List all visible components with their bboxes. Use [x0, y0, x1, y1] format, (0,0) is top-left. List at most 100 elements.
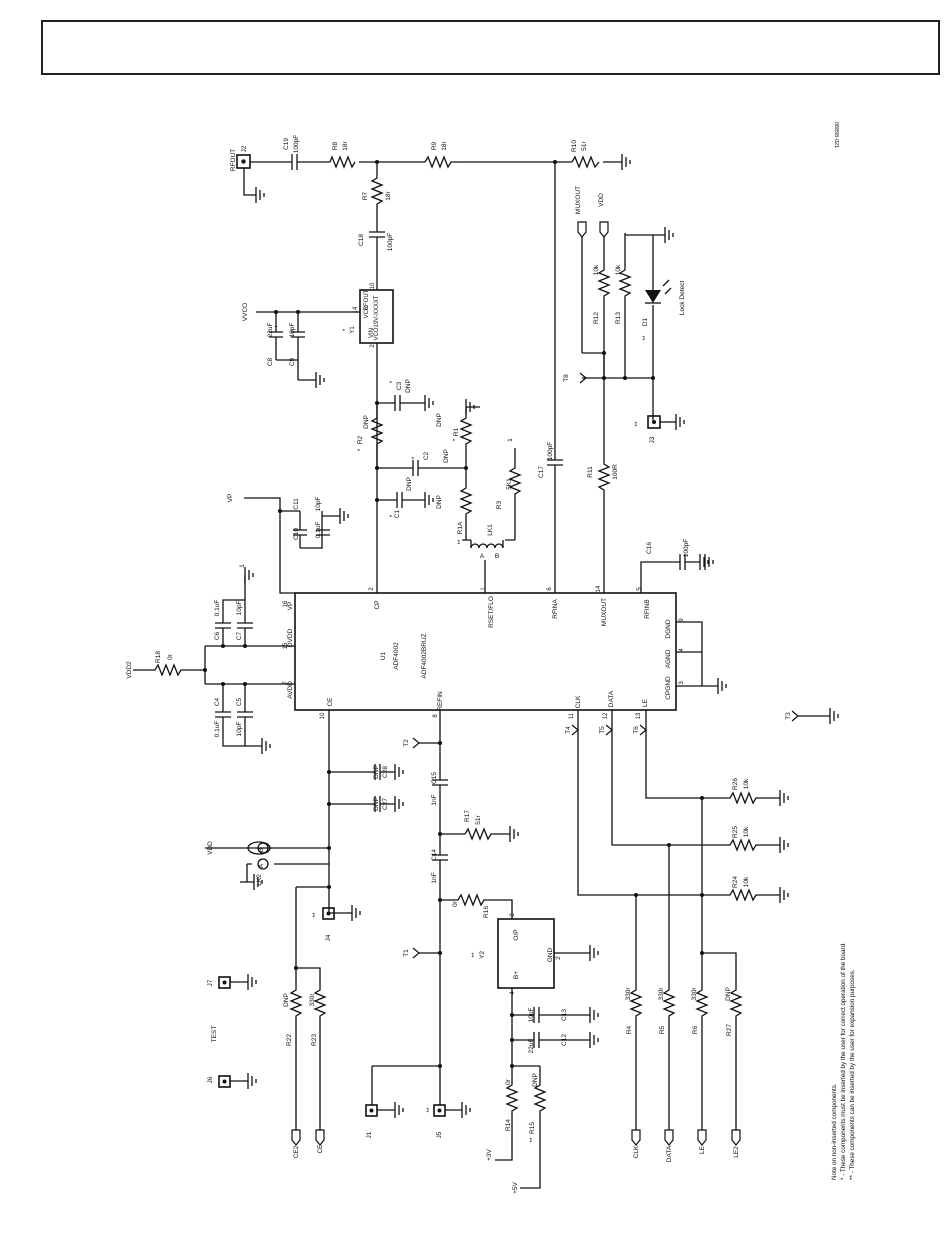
svg-text:+: + [274, 324, 280, 328]
r1a-value: DNP [436, 495, 443, 509]
r17-label: R17 [464, 810, 471, 822]
u1-ref: U1 [380, 651, 387, 660]
t1-label: T1 [403, 949, 410, 957]
pin-num-clk: 11 [569, 712, 575, 719]
osc-bplus: B+ [513, 971, 520, 979]
d1-label: D1 [642, 317, 649, 326]
r27-label: R27 [726, 1024, 733, 1036]
pin-label-le: LE [642, 698, 649, 707]
test-point-icon [639, 724, 647, 736]
pin-label-refin: REFIN [437, 691, 444, 711]
r18-value: 0r [167, 653, 174, 660]
pin-num-data: 12 [603, 712, 609, 719]
r15-star: ** [529, 1137, 536, 1143]
pin-label-rfinb: RFINB [644, 599, 651, 619]
notes: Note on non-inserted components. * - The… [831, 942, 856, 1180]
r13-label: R13 [615, 312, 622, 324]
net-port-icon [291, 1129, 301, 1146]
c12-value: 22uF [528, 1039, 535, 1054]
c5-label: C5 [236, 697, 243, 706]
c4-value: 0.1uF [214, 721, 221, 738]
r27-value: DNP [725, 987, 732, 1001]
c4-label: C4 [214, 697, 221, 706]
pin-label-agnd: AGND [665, 649, 672, 668]
r10-label: R10 [571, 140, 578, 152]
pin-label-ce: CE [327, 697, 334, 707]
u1-name: ADF4002 [393, 642, 400, 670]
net-port-icon [599, 221, 609, 238]
c17-label: C17 [538, 466, 545, 478]
c9-label: C9 [289, 357, 296, 366]
c2-value: DNP [443, 449, 450, 463]
j4-star: ** [312, 912, 319, 918]
figure-code: 08898-021 [833, 122, 839, 148]
j5-label: J5 [436, 1131, 443, 1138]
pin-label-cp: CP [374, 600, 381, 609]
j1-label: J1 [366, 1131, 373, 1138]
net-vdd2: VDD2 [126, 661, 133, 679]
r22-value: DNP [283, 993, 290, 1007]
c3-star: * [389, 380, 396, 383]
vco-pin-vin: VIN [369, 328, 375, 338]
r26-value: 10k [743, 778, 750, 789]
r16-value: 0r [452, 900, 459, 907]
r25-label: R25 [732, 826, 739, 838]
pin-num-vp: 16 [283, 600, 289, 607]
c19-value: 100pF [293, 135, 300, 153]
r10-value: 51r [581, 140, 588, 150]
osc-op: O/P [513, 929, 520, 940]
c14-label: C14 [431, 849, 438, 861]
net-rfout: RFOUT [230, 149, 237, 171]
c13-label: C13 [561, 1009, 568, 1021]
r15-label: R15 [529, 1122, 536, 1134]
pin-label-clk: CLK [575, 695, 582, 708]
r11-label: R11 [587, 466, 594, 478]
r9-label: R9 [431, 141, 438, 150]
test-label: TEST [211, 1026, 218, 1043]
ground-symbols [244, 154, 839, 1146]
pin-num-muxout: 14 [596, 585, 602, 592]
vco-pin-vcc: VCC [364, 305, 370, 318]
c28-label: C28 [382, 766, 389, 778]
lk2-label: LK2 [256, 874, 263, 886]
osc-gnd: GND [547, 947, 554, 962]
j7-label: J7 [207, 979, 214, 986]
t6-label: T6 [633, 726, 640, 734]
vco-star: * [343, 328, 349, 331]
rfout-network [236, 154, 622, 290]
r1a-label: R1A [457, 521, 464, 534]
c3-value: DNP [405, 379, 412, 393]
one-mark: 1 [507, 438, 514, 442]
d1-lock-detect: Lock Detect [679, 281, 686, 316]
r8-label: R8 [332, 141, 339, 150]
pin-num-rset: 1 [481, 587, 487, 591]
note-line-3: ** - These components can be inserted by… [849, 969, 856, 1180]
pin-label-rfina: RFINA [552, 599, 559, 619]
t8-label: T8 [563, 374, 570, 382]
pin-label-data: DATA [608, 690, 615, 707]
osc-star: ** [471, 952, 478, 958]
r24-value: 10k [743, 876, 750, 887]
pin-num-rfina: 6 [547, 587, 553, 591]
net-vdd-lk2: VDD [207, 841, 214, 855]
pin-label-cpgnd: CPGND [665, 676, 672, 700]
pin-num-agnd: 4 [679, 648, 685, 652]
c10-value: 0.1uF [315, 522, 322, 539]
net-port-icon [315, 1129, 325, 1146]
lk1-label: LK1 [487, 524, 494, 536]
j2-label: J2 [241, 145, 248, 152]
c12-label: C12 [561, 1034, 568, 1046]
r17-value: 51r [475, 814, 482, 824]
r26-label: R26 [732, 778, 739, 790]
net-vp: VP [227, 494, 234, 503]
vco-p10: 10 [370, 282, 376, 289]
c2-label: C2 [423, 451, 430, 460]
net-port-icon [664, 1129, 674, 1146]
net-vvco: VVCO [242, 303, 249, 321]
r14-value: 0r [505, 1078, 512, 1085]
c1-value: DNP [406, 477, 413, 491]
c16-label: C16 [646, 542, 653, 554]
note-line-1: Note on non-inserted components. [831, 1083, 838, 1180]
r12-label: R12 [593, 312, 600, 324]
r6-label: R6 [692, 1025, 699, 1034]
